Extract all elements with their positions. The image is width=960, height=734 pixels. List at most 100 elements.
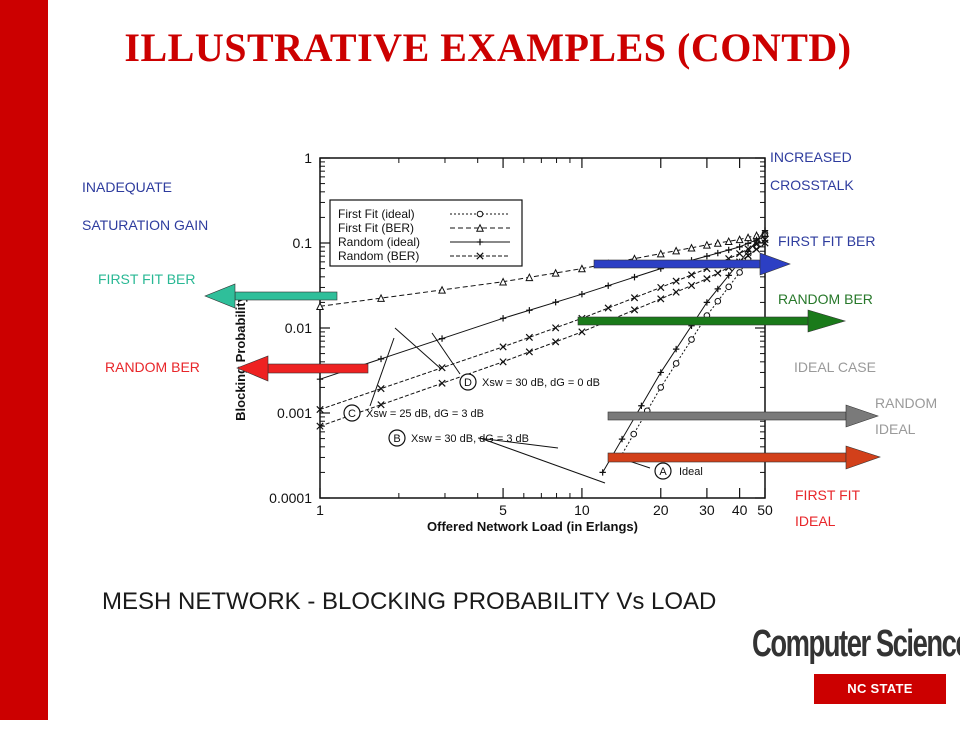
x-tick-label: 10 xyxy=(574,502,590,518)
y-tick-label: 1 xyxy=(304,150,312,166)
note-inadequate-line1: INADEQUATE xyxy=(82,179,172,195)
data-point-plus xyxy=(736,243,743,251)
data-point-plus xyxy=(725,246,732,254)
data-point-plus xyxy=(526,307,533,314)
x-tick-label: 5 xyxy=(499,502,507,518)
data-point-cross xyxy=(552,338,560,346)
data-point-plus xyxy=(657,369,664,376)
data-point-cross xyxy=(657,283,665,292)
data-point-cross xyxy=(744,245,752,253)
data-point-circle xyxy=(476,210,484,218)
arrow-first-fit-ideal xyxy=(607,445,881,470)
data-point-cross xyxy=(672,277,680,285)
data-point-plus xyxy=(605,282,612,289)
data-point-cross xyxy=(657,295,665,303)
data-point-plus xyxy=(744,240,752,247)
data-point-triangle xyxy=(687,243,696,252)
data-point-plus xyxy=(761,233,769,240)
data-point-plus xyxy=(725,272,732,279)
y-tick-label: 0.0001 xyxy=(269,490,312,506)
arrow-random-ideal xyxy=(607,404,879,428)
data-point-plus xyxy=(631,273,638,281)
data-point-triangle xyxy=(475,223,485,232)
slide-title: ILLUSTRATIVE EXAMPLES (CONTD) xyxy=(124,25,852,70)
data-point-cross xyxy=(744,251,752,260)
note-left-first-fit-ber: FIRST FIT BER xyxy=(98,271,196,287)
data-point-triangle xyxy=(499,277,508,286)
arrow-left-random-ber-head xyxy=(236,355,269,382)
data-point-plus xyxy=(672,345,680,353)
data-point-plus xyxy=(703,299,711,306)
data-point-plus xyxy=(377,355,385,363)
left-accent-bar xyxy=(0,0,48,720)
arrow-first-fit-ideal-shaft xyxy=(607,452,847,463)
data-point-triangle xyxy=(735,235,744,244)
data-point-triangle xyxy=(377,293,386,302)
data-point-plus xyxy=(552,299,559,306)
x-tick-label: 20 xyxy=(653,502,669,518)
data-point-cross xyxy=(735,249,744,258)
data-point-plus xyxy=(599,469,606,476)
data-point-triangle xyxy=(551,268,560,277)
arrow-first-fit-ideal-head xyxy=(845,445,881,470)
arrow-right-first-fit-ber xyxy=(593,252,791,276)
data-point-cross xyxy=(499,343,507,351)
arrow-right-random-ber-shaft xyxy=(577,316,809,326)
data-point-cross xyxy=(377,401,385,409)
note-ideal-case: IDEAL CASE xyxy=(794,359,876,375)
data-point-cross xyxy=(499,358,507,366)
y-tick-label: 0.01 xyxy=(285,320,312,336)
x-tick-label: 1 xyxy=(316,502,324,518)
slide-caption: MESH NETWORK - BLOCKING PROBABILITY Vs L… xyxy=(102,588,717,615)
annotation-letter: D xyxy=(464,377,472,389)
data-point-circle xyxy=(714,297,722,305)
annotation-marker xyxy=(654,462,672,480)
data-point-triangle xyxy=(702,240,711,249)
data-point-circle xyxy=(725,283,733,291)
data-point-cross xyxy=(578,328,586,336)
annotation-text: Xsw = 25 dB, dG = 3 dB xyxy=(366,408,484,420)
arrow-random-ideal-head xyxy=(845,404,879,428)
arrow-left-random-ber-shaft xyxy=(267,363,369,374)
logo-computer-science-text: Computer Science xyxy=(752,623,960,665)
x-tick-label: 40 xyxy=(732,502,748,518)
x-axis-label: Offered Network Load (in Erlangs) xyxy=(427,519,638,534)
data-point-cross xyxy=(761,239,769,247)
data-point-circle xyxy=(672,360,680,367)
computer-science-logo: Computer Science NC STATE UNIVERSITY xyxy=(752,622,960,726)
arrow-left-first-fit-ber xyxy=(204,283,338,309)
annotation-text: Ideal xyxy=(679,466,703,478)
data-point-cross xyxy=(630,294,639,302)
data-point-triangle xyxy=(315,301,325,311)
annotation-leader-line xyxy=(477,437,559,449)
data-point-circle xyxy=(736,269,743,276)
data-point-plus xyxy=(761,227,769,234)
annotation-letter: B xyxy=(393,433,400,445)
annotation-letter: A xyxy=(659,466,667,478)
data-point-cross xyxy=(687,281,696,290)
data-point-triangle xyxy=(438,285,447,294)
data-point-cross xyxy=(377,384,385,393)
annotation-marker xyxy=(459,373,477,391)
data-point-circle xyxy=(657,384,665,391)
arrow-right-random-ber-head xyxy=(807,309,847,333)
annotation-marker xyxy=(343,404,361,422)
data-point-cross xyxy=(714,269,722,277)
legend-label: Random (BER) xyxy=(338,249,419,263)
y-tick-label: 0.001 xyxy=(277,405,312,421)
arrow-random-ideal-shaft xyxy=(607,411,847,421)
data-point-triangle xyxy=(656,249,665,258)
data-point-plus xyxy=(316,375,324,383)
note-random-ideal-line1: RANDOM xyxy=(875,395,938,411)
annotation-leader-line xyxy=(394,327,441,369)
data-point-triangle xyxy=(713,238,722,247)
data-point-cross xyxy=(476,252,484,260)
legend-box xyxy=(329,199,523,267)
data-point-cross xyxy=(438,364,446,372)
annotation-leader-line xyxy=(479,437,606,484)
arrow-left-random-ber xyxy=(236,355,369,382)
legend-label: Random (ideal) xyxy=(338,235,420,249)
arrow-left-first-fit-ber-head xyxy=(204,283,236,309)
data-point-plus xyxy=(753,236,760,244)
